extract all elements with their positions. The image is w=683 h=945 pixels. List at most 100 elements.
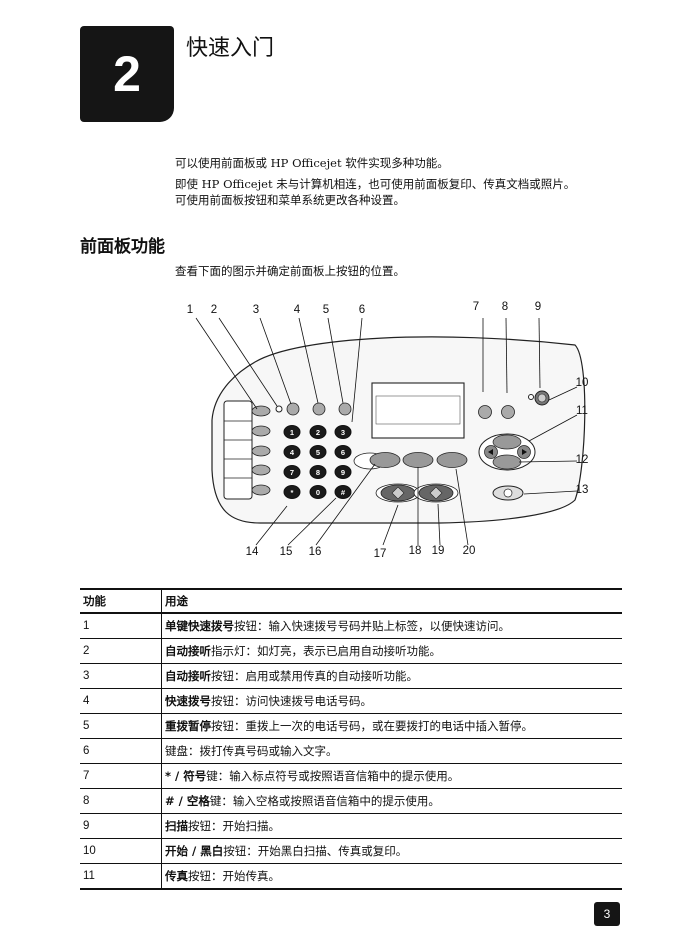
callout-label-17: 17 <box>374 548 387 560</box>
function-description: # / 空格键：输入空格或按照语音信箱中的提示使用。 <box>161 788 622 814</box>
page-number: 3 <box>594 902 620 926</box>
function-purpose: 按钮：重拨上一次的电话号码，或在要拨打的电话中插入暂停。 <box>211 719 533 733</box>
keypad-key-0[interactable]: 0 <box>309 485 327 499</box>
callout-label-9: 9 <box>535 301 541 313</box>
function-description: * / 符号键：输入标点符号或按照语音信箱中的提示使用。 <box>161 763 622 789</box>
function-number: 3 <box>80 663 162 689</box>
start-diamond-icons <box>391 486 443 500</box>
keypad-key-1[interactable]: 1 <box>283 425 301 439</box>
function-name: 重拨暂停 <box>165 719 211 733</box>
chapter-number-badge: 2 <box>80 26 174 122</box>
function-description: 自动接听按钮：启用或禁用传真的自动接听功能。 <box>161 663 622 689</box>
svg-text:0: 0 <box>316 488 320 497</box>
svg-text:9: 9 <box>341 468 345 477</box>
keypad-key-#[interactable]: # <box>334 485 352 499</box>
svg-text:1: 1 <box>290 428 294 437</box>
table-row: 8# / 空格键：输入空格或按照语音信箱中的提示使用。 <box>80 788 622 814</box>
speed-dial-label-dividers <box>224 420 252 479</box>
table-row: 7* / 符号键：输入标点符号或按照语音信箱中的提示使用。 <box>80 763 622 789</box>
function-number: 2 <box>80 638 162 664</box>
callout-label-4: 4 <box>294 304 301 316</box>
function-number: 10 <box>80 838 162 864</box>
function-purpose: 按钮：访问快速拨号电话号码。 <box>211 694 372 708</box>
intro-line-2: 即使 HP Officejet 未与计算机相连，也可使用前面板复印、传真文档或照… <box>175 177 576 191</box>
function-number: 5 <box>80 713 162 739</box>
function-purpose: 按钮：开始传真。 <box>188 869 280 883</box>
callout-label-10: 10 <box>576 377 589 389</box>
function-number: 6 <box>80 738 162 764</box>
chapter-number: 2 <box>113 46 141 102</box>
callout-label-5: 5 <box>323 304 329 316</box>
function-name: # / 空格 <box>165 794 210 808</box>
keypad-key-5[interactable]: 5 <box>309 445 327 459</box>
function-name: 扫描 <box>165 819 188 833</box>
function-description: 自动接听指示灯：如灯亮，表示已启用自动接听功能。 <box>161 638 622 664</box>
svg-text:2: 2 <box>316 428 320 437</box>
function-name: 自动接听 <box>165 669 211 683</box>
callout-label-6: 6 <box>359 304 365 316</box>
function-number: 11 <box>80 863 162 890</box>
callout-label-15: 15 <box>280 546 293 558</box>
svg-text:5: 5 <box>316 448 320 457</box>
svg-text:4: 4 <box>290 448 295 457</box>
callout-label-18: 18 <box>409 545 422 557</box>
function-purpose: 键盘：拨打传真号码或输入文字。 <box>165 744 338 758</box>
table-header-purpose: 用途 <box>161 588 622 614</box>
callout-label-19: 19 <box>432 545 445 557</box>
function-purpose: 按钮：输入快速拨号号码并贴上标签，以便快速访问。 <box>234 619 510 633</box>
svg-text:*: * <box>291 488 294 497</box>
callout-label-7: 7 <box>473 301 479 313</box>
keypad-key-9[interactable]: 9 <box>334 465 352 479</box>
function-purpose: 按钮：启用或禁用传真的自动接听功能。 <box>211 669 418 683</box>
function-number: 9 <box>80 813 162 839</box>
function-description: 重拨暂停按钮：重拨上一次的电话号码，或在要拨打的电话中插入暂停。 <box>161 713 622 739</box>
function-name: * / 符号 <box>165 769 207 783</box>
keypad-key-*[interactable]: * <box>283 485 301 499</box>
callout-label-20: 20 <box>463 545 476 557</box>
callout-label-3: 3 <box>253 304 259 316</box>
keypad-key-8[interactable]: 8 <box>309 465 327 479</box>
callout-label-14: 14 <box>246 546 259 558</box>
function-number: 4 <box>80 688 162 714</box>
function-description: 快速拨号按钮：访问快速拨号电话号码。 <box>161 688 622 714</box>
chapter-title: 快速入门 <box>186 36 275 61</box>
callout-label-16: 16 <box>309 546 322 558</box>
keypad-key-6[interactable]: 6 <box>334 445 352 459</box>
keypad-key-2[interactable]: 2 <box>309 425 327 439</box>
function-description: 单键快速拨号按钮：输入快速拨号号码并贴上标签，以便快速访问。 <box>161 613 622 639</box>
function-number: 8 <box>80 788 162 814</box>
section-intro: 查看下面的图示并确定前面板上按钮的位置。 <box>175 264 405 278</box>
callout-label-13: 13 <box>576 484 589 496</box>
function-name: 传真 <box>165 869 188 883</box>
menu-buttons <box>478 405 515 419</box>
function-description: 键盘：拨打传真号码或输入文字。 <box>161 738 622 764</box>
speed-dial-buttons <box>251 405 271 496</box>
keypad-key-7[interactable]: 7 <box>283 465 301 479</box>
callout-label-8: 8 <box>502 301 508 313</box>
function-oval-buttons <box>353 452 468 470</box>
keypad-key-4[interactable]: 4 <box>283 445 301 459</box>
function-number: 1 <box>80 613 162 639</box>
callout-label-2: 2 <box>211 304 217 316</box>
intro-line-1: 可以使用前面板或 HP Officejet 软件实现多种功能。 <box>175 156 449 170</box>
keypad-key-3[interactable]: 3 <box>334 425 352 439</box>
function-purpose: 指示灯：如灯亮，表示已启用自动接听功能。 <box>211 644 441 658</box>
auto-answer-light <box>275 405 283 413</box>
table-header-row: 功能 用途 <box>80 588 622 614</box>
callout-label-11: 11 <box>576 405 588 417</box>
svg-text:6: 6 <box>341 448 345 457</box>
function-purpose: 按钮：开始扫描。 <box>188 819 280 833</box>
function-description: 传真按钮：开始传真。 <box>161 863 622 890</box>
